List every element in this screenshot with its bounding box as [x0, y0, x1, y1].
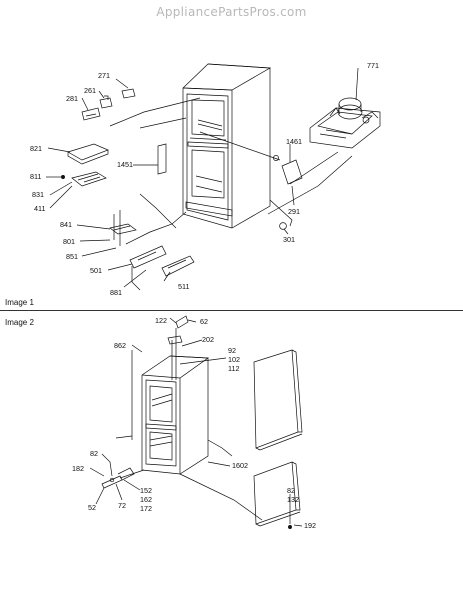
cabinet-image2 [131, 335, 210, 475]
callout-72: 72 [118, 501, 126, 510]
callouts-image2: 122 62 202 862 92 102 112 82 182 1602 15… [72, 316, 316, 530]
callout-862: 862 [114, 341, 126, 350]
section-label-image2: Image 2 [5, 318, 34, 327]
compressor-assembly [309, 97, 381, 149]
section-label-image1: Image 1 [5, 298, 34, 307]
callout-851: 851 [66, 252, 78, 261]
callout-411: 411 [34, 204, 45, 213]
callout-801: 801 [63, 237, 75, 246]
callout-291: 291 [288, 207, 300, 216]
callout-112: 112 [228, 364, 239, 373]
callout-1602: 1602 [232, 461, 248, 470]
callout-202: 202 [202, 335, 214, 344]
lower-door [253, 461, 301, 527]
callout-152: 152 [140, 486, 152, 495]
callout-162: 162 [140, 495, 152, 504]
callout-771: 771 [367, 61, 379, 70]
callout-92: 92 [228, 346, 236, 355]
callout-831: 831 [32, 190, 44, 199]
callout-82-lower: 82 [287, 486, 295, 495]
callout-821: 821 [30, 144, 42, 153]
callout-172: 172 [140, 504, 152, 513]
section-divider [0, 310, 463, 311]
watermark: AppliancePartsPros.com [156, 5, 307, 19]
callouts-image1: 271 261 281 771 821 1451 1461 811 831 41… [30, 61, 379, 297]
callout-841: 841 [60, 220, 72, 229]
callout-82-upper: 82 [90, 449, 98, 458]
callout-132: 132 [287, 495, 299, 504]
cabinet-image1 [182, 63, 272, 229]
callout-261: 261 [84, 86, 96, 95]
callout-301: 301 [283, 235, 295, 244]
callout-122: 122 [155, 316, 167, 325]
callout-271: 271 [98, 71, 110, 80]
upper-door [253, 349, 303, 451]
callout-1461: 1461 [286, 137, 302, 146]
callout-881: 881 [110, 288, 122, 297]
callout-62: 62 [200, 317, 208, 326]
callout-102: 102 [228, 355, 240, 364]
callout-511: 511 [178, 282, 189, 291]
callout-52: 52 [88, 503, 96, 512]
callout-1451: 1451 [117, 160, 133, 169]
callout-501: 501 [90, 266, 102, 275]
callout-182: 182 [72, 464, 84, 473]
callout-811: 811 [30, 172, 41, 181]
callout-192: 192 [304, 521, 316, 530]
callout-281: 281 [66, 94, 78, 103]
